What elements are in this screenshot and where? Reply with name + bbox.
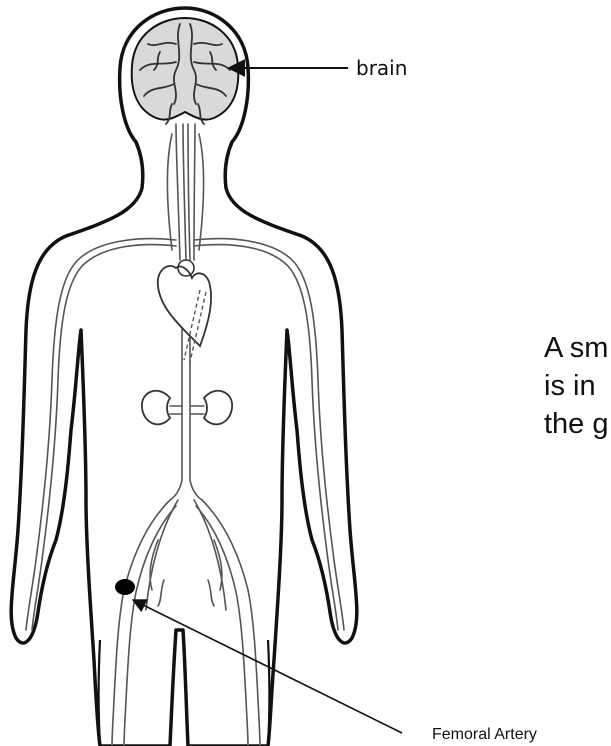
- kidney-right: [204, 391, 232, 425]
- brain-label: brain: [356, 56, 407, 80]
- kidney-left: [142, 391, 170, 425]
- caption-line-2: is in: [544, 370, 596, 402]
- femoral-artery-label: Femoral Artery: [432, 726, 537, 743]
- brain-region: [132, 18, 239, 120]
- caption-line-3: the g: [544, 408, 609, 440]
- caption-line-1: A sm: [544, 332, 608, 364]
- catheter-insertion-marker: [115, 579, 135, 595]
- body-outline: [11, 8, 357, 746]
